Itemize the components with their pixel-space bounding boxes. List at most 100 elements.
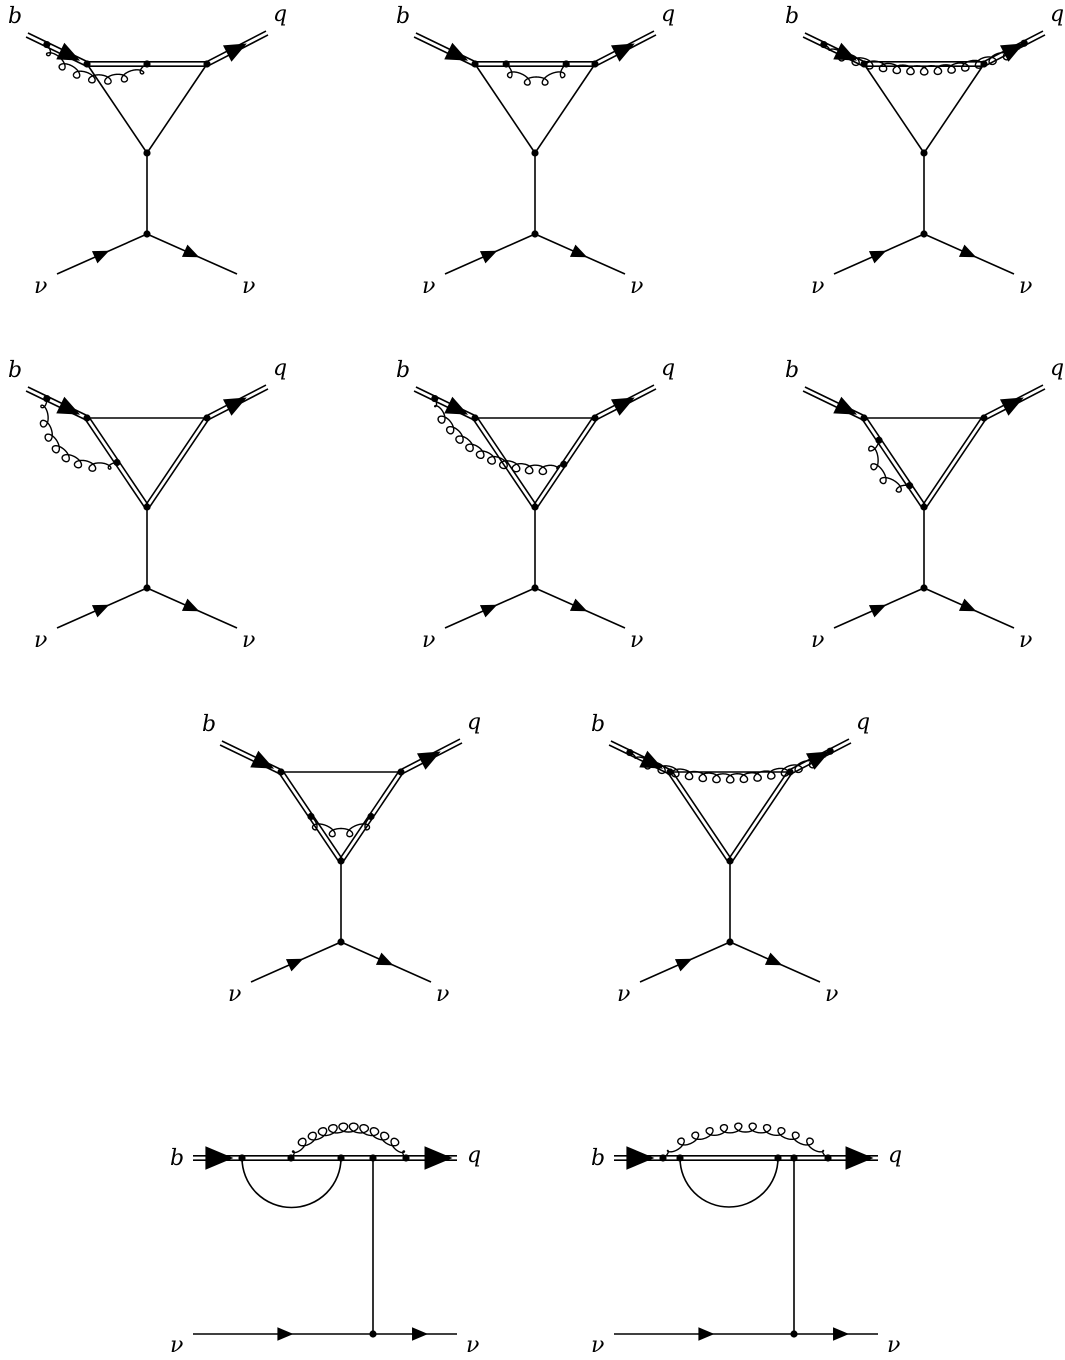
arrow-icon — [999, 397, 1024, 416]
arrow-icon — [833, 1327, 850, 1341]
arrow-icon — [569, 598, 588, 612]
triangle-left-heavy — [671, 770, 733, 861]
vertex-dot — [531, 149, 539, 157]
label-b: b — [8, 358, 22, 383]
vertex-dot — [875, 436, 883, 444]
loop-arc — [241, 1157, 342, 1209]
vertex-dot — [43, 394, 51, 403]
label-nu: ν — [811, 274, 824, 299]
vertex-dot — [1020, 39, 1028, 47]
triangle-right-heavy — [727, 770, 789, 861]
b-quark-line — [413, 36, 475, 67]
vertex-dot — [203, 60, 211, 68]
vertex-dot — [277, 768, 285, 776]
vertex-dot — [531, 584, 539, 592]
arrow-icon — [181, 598, 200, 612]
gluon-line — [868, 440, 910, 493]
vertex-dot — [238, 1154, 246, 1162]
triangle-right-heavy — [925, 418, 987, 509]
label-q: q — [467, 710, 481, 735]
arrow-icon — [56, 396, 81, 415]
triangle-left-heavy — [472, 418, 534, 509]
vertex-dot — [203, 414, 211, 422]
label-nu: ν — [436, 982, 449, 1007]
label-q: q — [856, 710, 870, 735]
arrow-icon — [833, 396, 858, 415]
arrow-icon — [222, 397, 247, 416]
triangle-right-heavy — [921, 416, 983, 507]
b-quark-line — [802, 36, 864, 67]
arrow-icon — [479, 604, 498, 618]
arrow-icon — [764, 952, 783, 966]
vertex-dot — [431, 394, 439, 403]
label-nu: ν — [887, 1333, 900, 1358]
vertex-dot — [562, 60, 570, 68]
b-quark-line — [25, 390, 87, 421]
vertex-dot — [626, 748, 634, 757]
vertex-dot — [920, 230, 928, 238]
vertex-dot — [531, 230, 539, 238]
b-quark-line — [415, 32, 477, 63]
vertex-dot — [790, 1154, 798, 1162]
triangle-right — [923, 63, 985, 154]
label-b: b — [396, 358, 410, 383]
label-b: b — [785, 358, 799, 383]
arrow-icon — [91, 604, 110, 618]
vertex-dot — [397, 768, 405, 776]
arrow-icon — [674, 958, 693, 972]
label-nu: ν — [1019, 628, 1032, 653]
triangle-right-heavy — [144, 416, 206, 507]
vertex-dot — [143, 149, 151, 157]
vertex-dot — [113, 458, 121, 467]
arrow-icon — [610, 397, 635, 416]
label-nu: ν — [617, 982, 630, 1007]
b-quark-line — [27, 32, 89, 63]
arrow-icon — [424, 1146, 453, 1170]
triangle-left-heavy — [861, 418, 923, 509]
arrow-icon — [569, 244, 588, 258]
arrow-icon — [444, 42, 469, 61]
label-nu: ν — [811, 628, 824, 653]
arrow-icon — [845, 1146, 874, 1170]
b-quark-line — [802, 390, 864, 421]
vertex-dot — [143, 230, 151, 238]
vertex-dot — [307, 812, 315, 821]
gluon-line — [823, 42, 1025, 76]
triangle-right-heavy — [148, 418, 210, 509]
b-quark-line — [608, 744, 670, 775]
label-q: q — [1050, 2, 1064, 27]
vertex-dot — [591, 414, 599, 422]
vertex-dot — [920, 149, 928, 157]
vertex-dot — [560, 460, 568, 468]
label-b: b — [396, 4, 410, 29]
label-nu: ν — [630, 628, 643, 653]
b-quark-line — [25, 36, 87, 67]
label-nu: ν — [591, 1333, 604, 1358]
arrow-icon — [277, 1327, 294, 1341]
arrow-icon — [250, 750, 275, 769]
label-nu: ν — [242, 274, 255, 299]
vertex-dot — [83, 414, 91, 422]
vertex-dot — [337, 857, 345, 865]
arrow-icon — [412, 1327, 429, 1341]
label-q: q — [467, 1143, 481, 1168]
arrow-icon — [375, 952, 394, 966]
arrow-icon — [868, 604, 887, 618]
label-b: b — [202, 712, 216, 737]
label-nu: ν — [228, 982, 241, 1007]
arrow-icon — [479, 250, 498, 264]
gluon-line — [39, 398, 118, 472]
label-b: b — [8, 4, 22, 29]
vertex-dot — [920, 503, 928, 511]
vertex-dot — [367, 812, 375, 821]
vertex-dot — [591, 60, 599, 68]
vertex-dot — [820, 40, 828, 49]
vertex-dot — [531, 503, 539, 511]
